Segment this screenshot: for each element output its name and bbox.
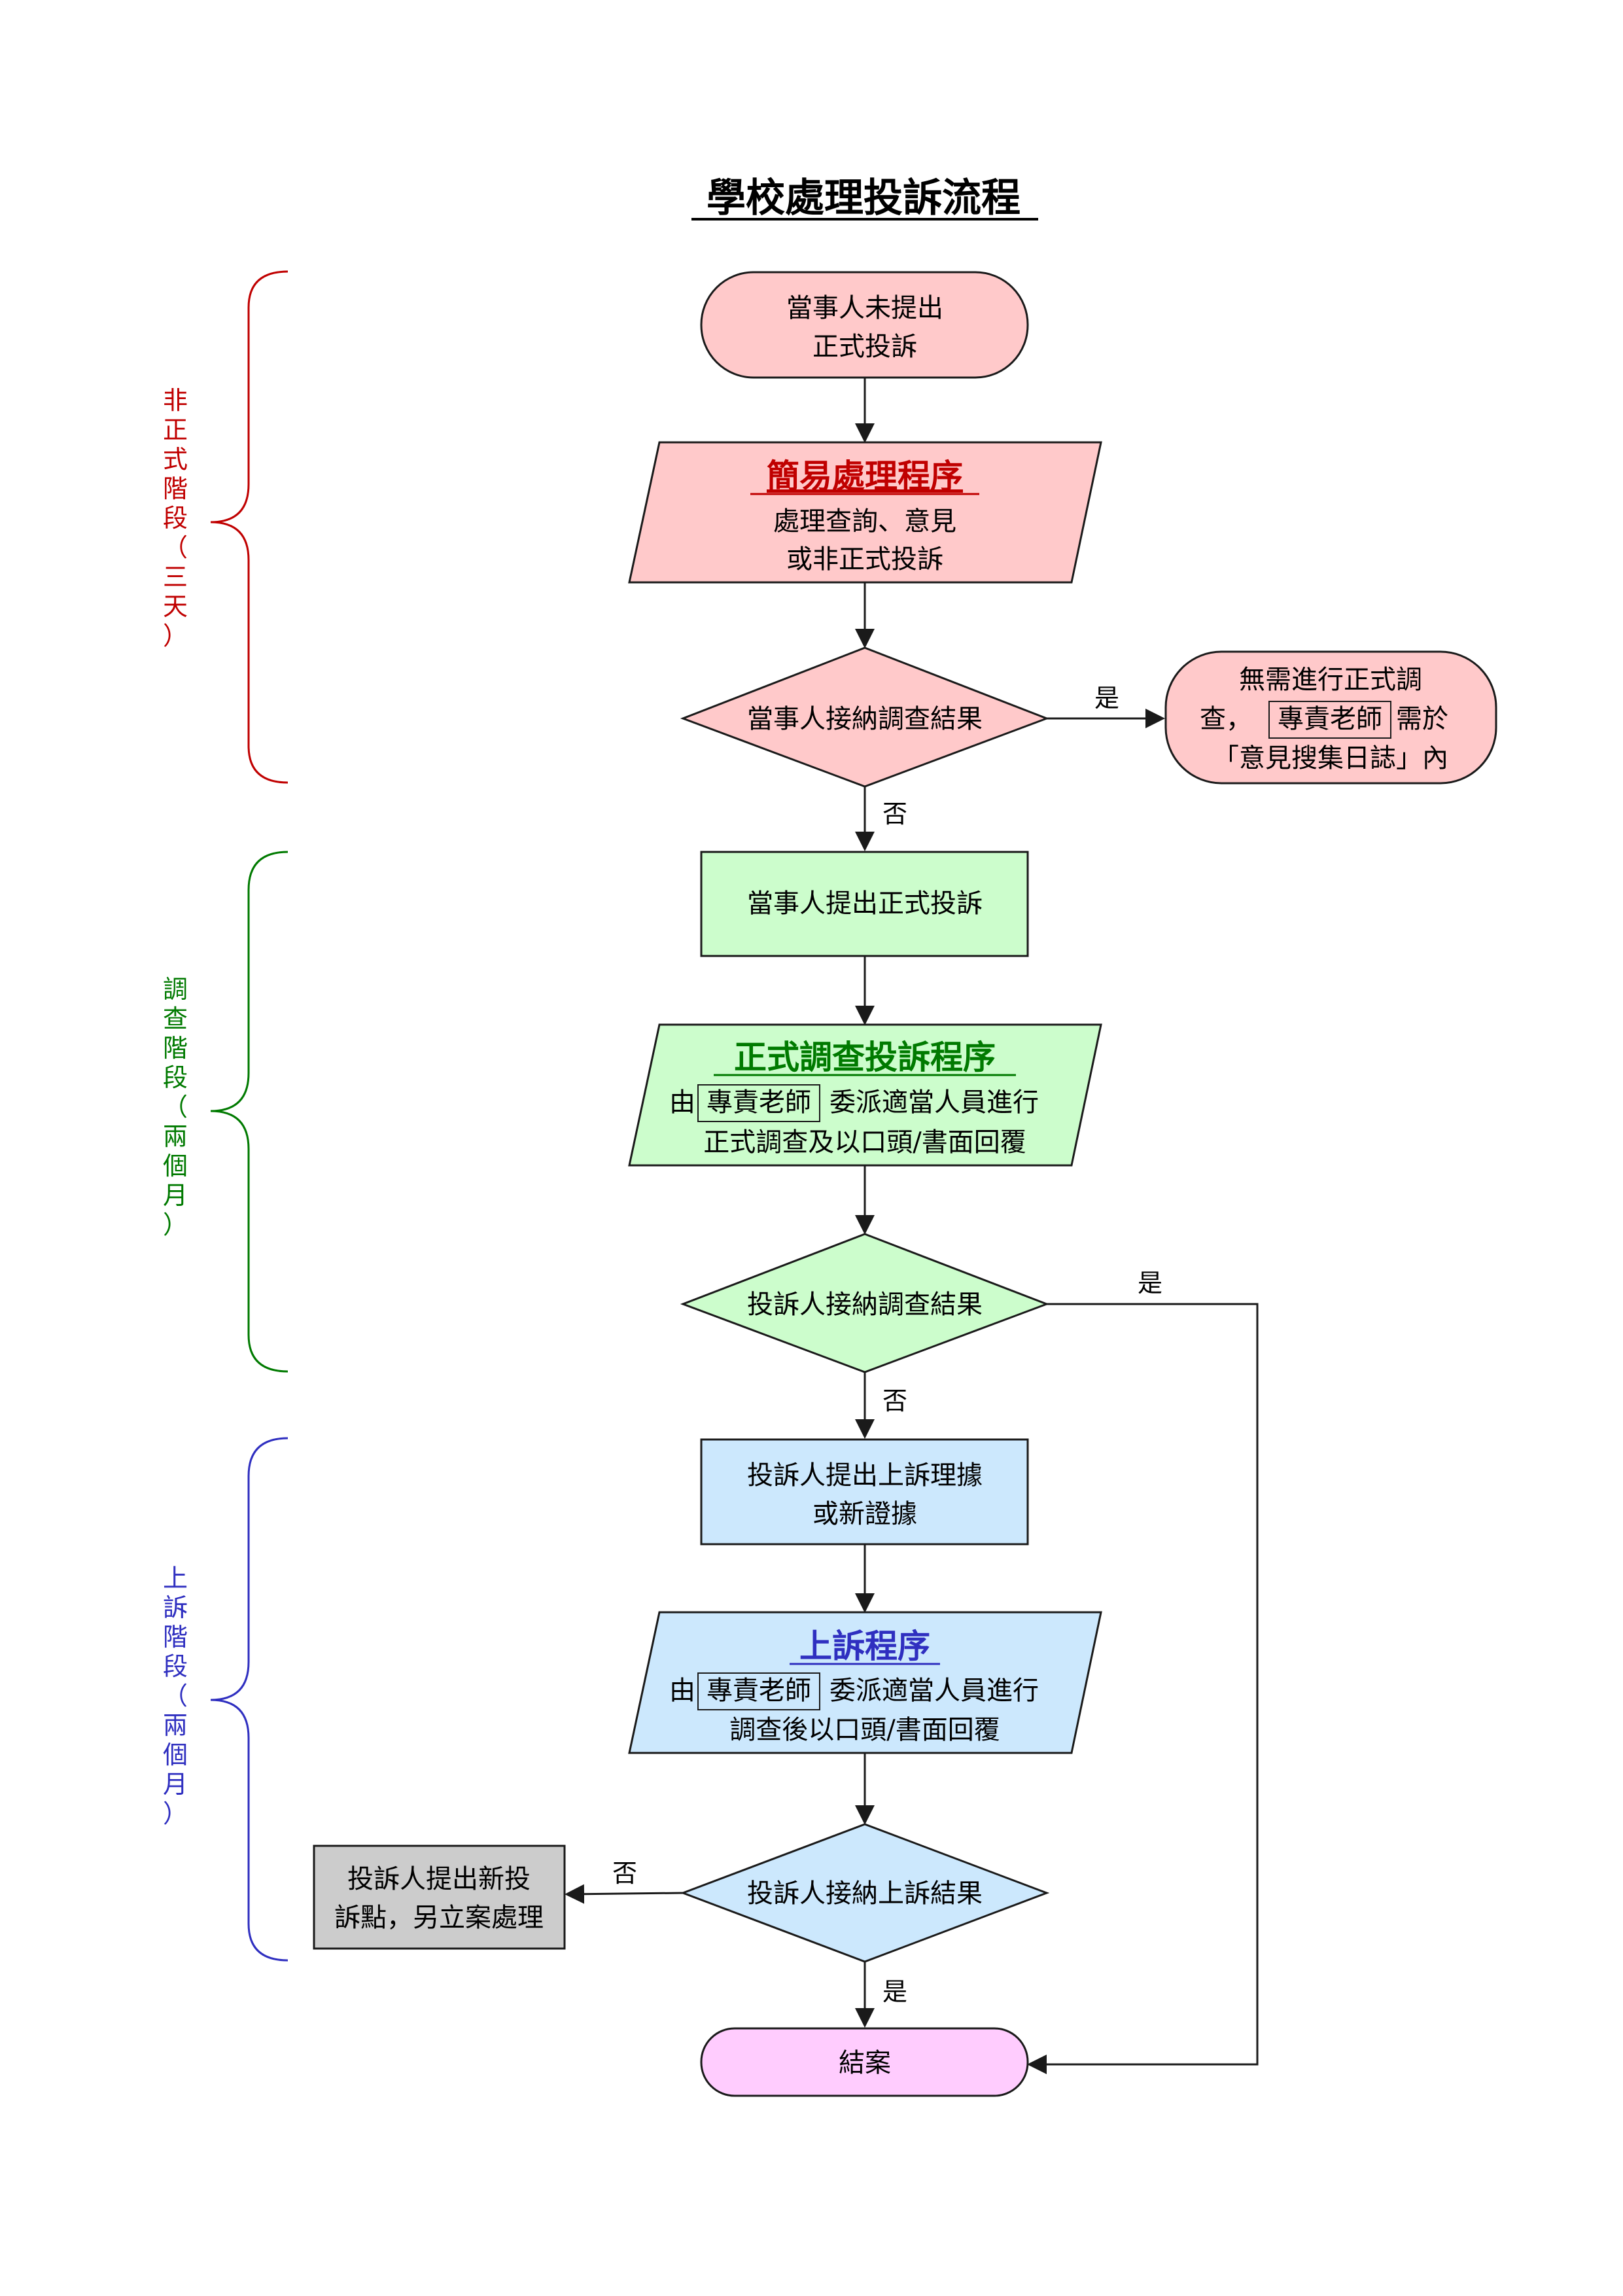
node-decision-1: 當事人接納調查結果 [680,646,1050,788]
svg-text:需於: 需於 [1396,704,1448,734]
svg-text:段: 段 [163,1063,188,1092]
svg-text:由: 由 [669,1087,695,1118]
svg-text:兩: 兩 [163,1122,188,1151]
node-formal-procedure: 正式調查投訴程序 由 專責老師 委派適當人員進行 正式調查及以口頭/書面回覆 [628,1023,1102,1167]
svg-text:天: 天 [163,592,188,621]
node-decision-3: 投訴人接納上訴結果 [680,1823,1050,1963]
edge-decision2-yes [1027,1303,1259,2074]
svg-text:個: 個 [163,1740,188,1769]
edge-decision3-no [565,1884,684,1904]
svg-text:段: 段 [163,504,188,533]
edge-label-d1-no: 否 [882,800,907,828]
svg-text:訴點，另立案處理: 訴點，另立案處理 [334,1903,544,1933]
svg-text:結案: 結案 [839,2048,891,2078]
svg-text:三: 三 [163,563,188,592]
edge-label-d3-yes: 是 [882,1977,907,2006]
node-appeal-submit: 投訴人提出上訴理據 或新證據 [700,1438,1029,1545]
svg-text:月: 月 [163,1770,188,1799]
svg-text:投訴人接納上訴結果: 投訴人接納上訴結果 [747,1879,983,1909]
page-title: 學校處理投訴流程 [707,175,1021,221]
edge-label-d2-yes: 是 [1138,1269,1162,1298]
svg-text:由: 由 [669,1676,695,1706]
svg-text:委派適當人員進行: 委派適當人員進行 [829,1087,1039,1118]
svg-text:處理查詢、意見: 處理查詢、意見 [773,506,956,537]
svg-text:「意見搜集日誌」內: 「意見搜集日誌」內 [1213,743,1448,773]
formal-procedure-heading: 正式調查投訴程序 [734,1038,996,1076]
svg-text:）: ） [163,1210,188,1239]
svg-text:階: 階 [163,1034,188,1063]
svg-text:投訴人接納調查結果: 投訴人接納調查結果 [747,1290,983,1320]
svg-text:段: 段 [163,1652,188,1681]
svg-text:專責老師: 專責老師 [707,1087,811,1118]
edge-label-d2-no: 否 [882,1386,907,1415]
appeal-procedure-teacher-box [697,1672,820,1710]
svg-text:調: 調 [163,975,188,1004]
node-decision-2: 投訴人接納調查結果 [680,1233,1050,1373]
svg-text:投訴人提出新投: 投訴人提出新投 [347,1864,531,1894]
svg-text:上: 上 [163,1564,188,1593]
svg-text:（: （ [163,533,188,562]
svg-text:月: 月 [163,1181,188,1210]
stage-label-informal: 非 正 式 階 段 （ 三 天 ） [163,386,188,650]
simple-procedure-heading: 簡易處理程序 [767,457,963,495]
svg-text:式: 式 [163,445,188,474]
svg-text:無需進行正式調: 無需進行正式調 [1239,665,1422,695]
svg-text:（: （ [163,1093,188,1122]
svg-text:或非正式投訴: 或非正式投訴 [786,544,943,574]
svg-text:階: 階 [163,1623,188,1651]
edge-label-d3-no: 否 [612,1859,637,1888]
node-start: 當事人未提出 正式投訴 [700,271,1029,379]
stage-brace-informal [210,270,288,784]
node-simple-procedure: 簡易處理程序 處理查詢、意見 或非正式投訴 [628,441,1102,584]
svg-text:當事人提出正式投訴: 當事人提出正式投訴 [747,889,983,919]
stage-label-appeal: 上 訴 階 段 （ 兩 個 月 ） [163,1564,188,1828]
svg-text:正: 正 [163,415,188,444]
svg-text:調查後以口頭/書面回覆: 調查後以口頭/書面回覆 [729,1715,1000,1745]
svg-text:兩: 兩 [163,1711,188,1740]
svg-text:正式投訴: 正式投訴 [812,332,917,362]
svg-text:查，: 查， [1200,704,1252,734]
node-new-case: 投訴人提出新投 訴點，另立案處理 [313,1845,566,1950]
svg-text:）: ） [163,622,188,650]
svg-text:（: （ [163,1682,188,1710]
svg-text:委派適當人員進行: 委派適當人員進行 [829,1676,1039,1706]
stage-brace-appeal [210,1437,288,1962]
svg-text:正式調查及以口頭/書面回覆: 正式調查及以口頭/書面回覆 [703,1127,1026,1157]
node-formal-complaint: 當事人提出正式投訴 [700,851,1029,957]
svg-text:）: ） [163,1799,188,1828]
no-investigation-teacher-box [1268,701,1391,739]
stage-label-investigation: 調 查 階 段 （ 兩 個 月 ） [163,975,188,1239]
svg-text:個: 個 [163,1152,188,1180]
appeal-procedure-heading: 上訴程序 [799,1627,930,1665]
node-end: 結案 [700,2027,1029,2097]
svg-text:當事人未提出: 當事人未提出 [786,293,943,323]
svg-text:階: 階 [163,474,188,503]
stage-brace-investigation [210,851,288,1373]
node-appeal-procedure: 上訴程序 由 專責老師 委派適當人員進行 調查後以口頭/書面回覆 [628,1611,1102,1754]
svg-text:或新證據: 或新證據 [812,1499,917,1529]
svg-text:查: 查 [163,1004,188,1033]
svg-text:非: 非 [163,386,188,415]
svg-text:專責老師: 專責老師 [707,1676,811,1706]
svg-text:投訴人提出上訴理據: 投訴人提出上訴理據 [747,1460,983,1491]
svg-text:訴: 訴 [163,1593,188,1622]
node-no-investigation: 無需進行正式調 查， 專責老師 需於 「意見搜集日誌」內 [1164,650,1497,785]
formal-procedure-teacher-box [697,1084,820,1122]
svg-text:當事人接納調查結果: 當事人接納調查結果 [747,704,983,734]
svg-text:專責老師: 專責老師 [1278,704,1382,734]
edge-label-d1-yes: 是 [1094,684,1119,713]
